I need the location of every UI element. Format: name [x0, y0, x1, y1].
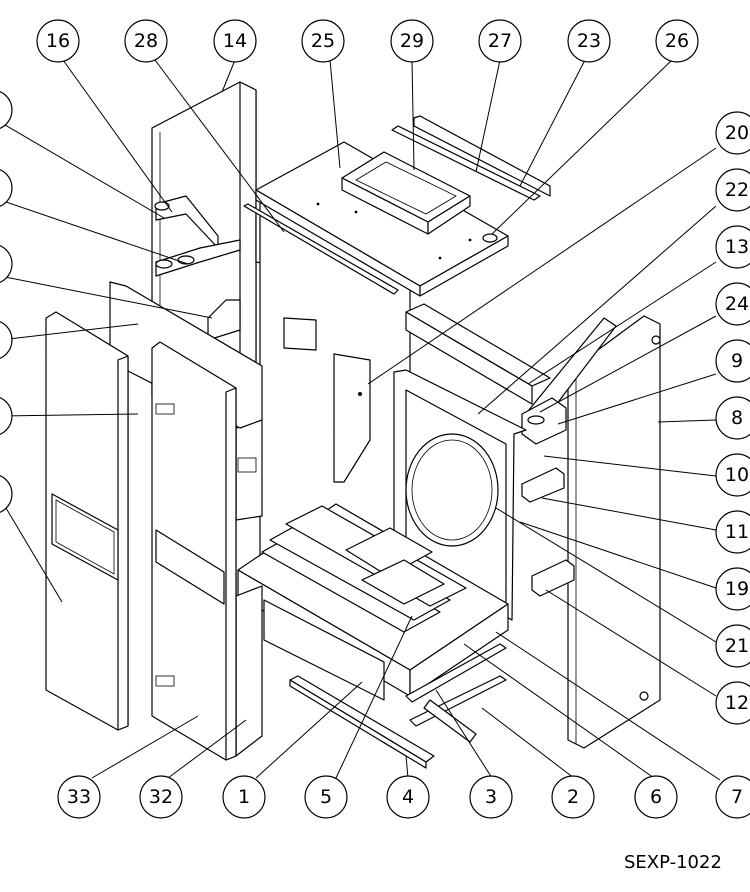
- part-top-collar: [341, 151, 471, 235]
- svg-text:26: 26: [665, 30, 689, 52]
- svg-text:1: 1: [238, 786, 250, 808]
- callout-top-6: 27: [478, 19, 522, 63]
- part-right-brackets: [405, 303, 575, 597]
- callout-right-11: 12: [715, 681, 750, 725]
- svg-text:8: 8: [731, 407, 743, 429]
- svg-text:13: 13: [725, 236, 749, 258]
- svg-text:16: 16: [46, 30, 70, 52]
- callout-right-2: 22: [715, 168, 750, 212]
- part-diagonal-brace: [521, 317, 617, 445]
- part-front-door-32: [151, 341, 237, 761]
- svg-text:5: 5: [320, 786, 332, 808]
- drawing-number-label: SEXP-1022: [624, 852, 722, 873]
- svg-text:6: 6: [650, 786, 662, 808]
- callout-right-1: 20: [715, 111, 750, 155]
- part-bottom-rails: [289, 643, 507, 769]
- part-right-side-panel: [567, 315, 661, 749]
- callout-bottom-5: 4: [386, 775, 430, 819]
- callout-bottom-6: 3: [469, 775, 513, 819]
- svg-text:20: 20: [725, 122, 749, 144]
- callout-top-4: 25: [301, 19, 345, 63]
- svg-text:4: 4: [402, 786, 414, 808]
- svg-text:24: 24: [725, 293, 749, 315]
- leader-lines: [0, 59, 721, 781]
- callout-right-9: 19: [715, 567, 750, 611]
- part-top-rails: [243, 115, 551, 295]
- svg-text:9: 9: [731, 350, 743, 372]
- svg-text:25: 25: [311, 30, 335, 52]
- callout-right-8: 11: [715, 510, 750, 554]
- svg-text:23: 23: [577, 30, 601, 52]
- part-top-roof-panel: [255, 141, 509, 297]
- svg-text:29: 29: [400, 30, 424, 52]
- svg-text:21: 21: [725, 635, 749, 657]
- part-side-bracket: [333, 353, 371, 483]
- callout-bottom-4: 5: [304, 775, 348, 819]
- left-edge-balloons: [0, 91, 13, 513]
- callout-right-5: 9: [715, 339, 750, 383]
- svg-text:10: 10: [725, 464, 749, 486]
- svg-text:28: 28: [134, 30, 158, 52]
- svg-text:19: 19: [725, 578, 749, 600]
- svg-text:22: 22: [725, 179, 749, 201]
- callout-bottom-1: 33: [57, 775, 101, 819]
- callout-right-3: 13: [715, 225, 750, 269]
- callout-top-3: 14: [213, 19, 257, 63]
- callout-right-6: 8: [715, 396, 750, 440]
- svg-text:33: 33: [67, 786, 91, 808]
- callout-bottom-7: 2: [551, 775, 595, 819]
- callout-bottom-8: 6: [634, 775, 678, 819]
- svg-text:11: 11: [725, 521, 749, 543]
- part-front-door-33: [45, 311, 129, 731]
- callout-right-4: 24: [715, 282, 750, 326]
- callout-right-7: 10: [715, 453, 750, 497]
- callout-top-7: 23: [567, 19, 611, 63]
- callout-right-10: 21: [715, 624, 750, 668]
- part-front-small-panel: [235, 419, 263, 757]
- callout-bottom-9: 7: [715, 775, 750, 819]
- svg-text:32: 32: [149, 786, 173, 808]
- svg-text:7: 7: [731, 786, 743, 808]
- part-base-channels: [261, 505, 467, 633]
- svg-text:2: 2: [567, 786, 579, 808]
- svg-text:27: 27: [488, 30, 512, 52]
- svg-text:14: 14: [223, 30, 247, 52]
- callout-bottom-2: 32: [139, 775, 183, 819]
- svg-text:12: 12: [725, 692, 749, 714]
- svg-text:3: 3: [485, 786, 497, 808]
- callout-top-8: 26: [655, 19, 699, 63]
- callout-top-5: 29: [390, 19, 434, 63]
- part-internal-brackets: [154, 195, 241, 341]
- callout-top-2: 28: [124, 19, 168, 63]
- callout-bottom-3: 1: [222, 775, 266, 819]
- callout-top-1: 16: [36, 19, 80, 63]
